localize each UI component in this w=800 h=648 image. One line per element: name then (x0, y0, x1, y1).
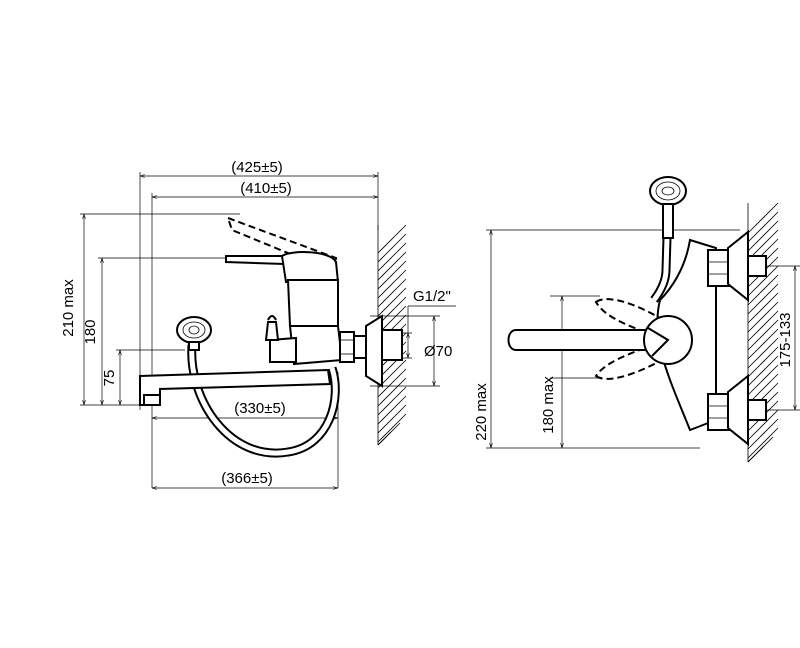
dim-spout-reach: (330±5) (234, 400, 286, 417)
dim-height-handle: 180 (82, 319, 99, 344)
dim-height-max: 210 max (60, 279, 77, 337)
front-view: 220 max 180 max 175-133 (473, 176, 800, 463)
shower-head-front (649, 176, 687, 239)
side-view: (425±5) (410±5) 210 max 180 75 (330±5) (… (60, 159, 456, 488)
dim-flange-diameter: Ø70 (424, 343, 452, 360)
mixer-handle-front (507, 315, 693, 365)
dim-width-overall: (425±5) (231, 159, 283, 176)
dim-height-spout: 75 (101, 370, 118, 387)
dim-front-handle: 180 max (540, 376, 557, 434)
dim-thread: G1/2" (413, 288, 451, 305)
shower-head-side (176, 316, 212, 351)
dim-front-centers: 175-133 (777, 312, 794, 367)
dim-bottom-reach: (366±5) (221, 470, 273, 487)
dim-width-body: (410±5) (240, 180, 292, 197)
dim-front-height-max: 220 max (473, 383, 490, 441)
front-wall (747, 202, 779, 463)
